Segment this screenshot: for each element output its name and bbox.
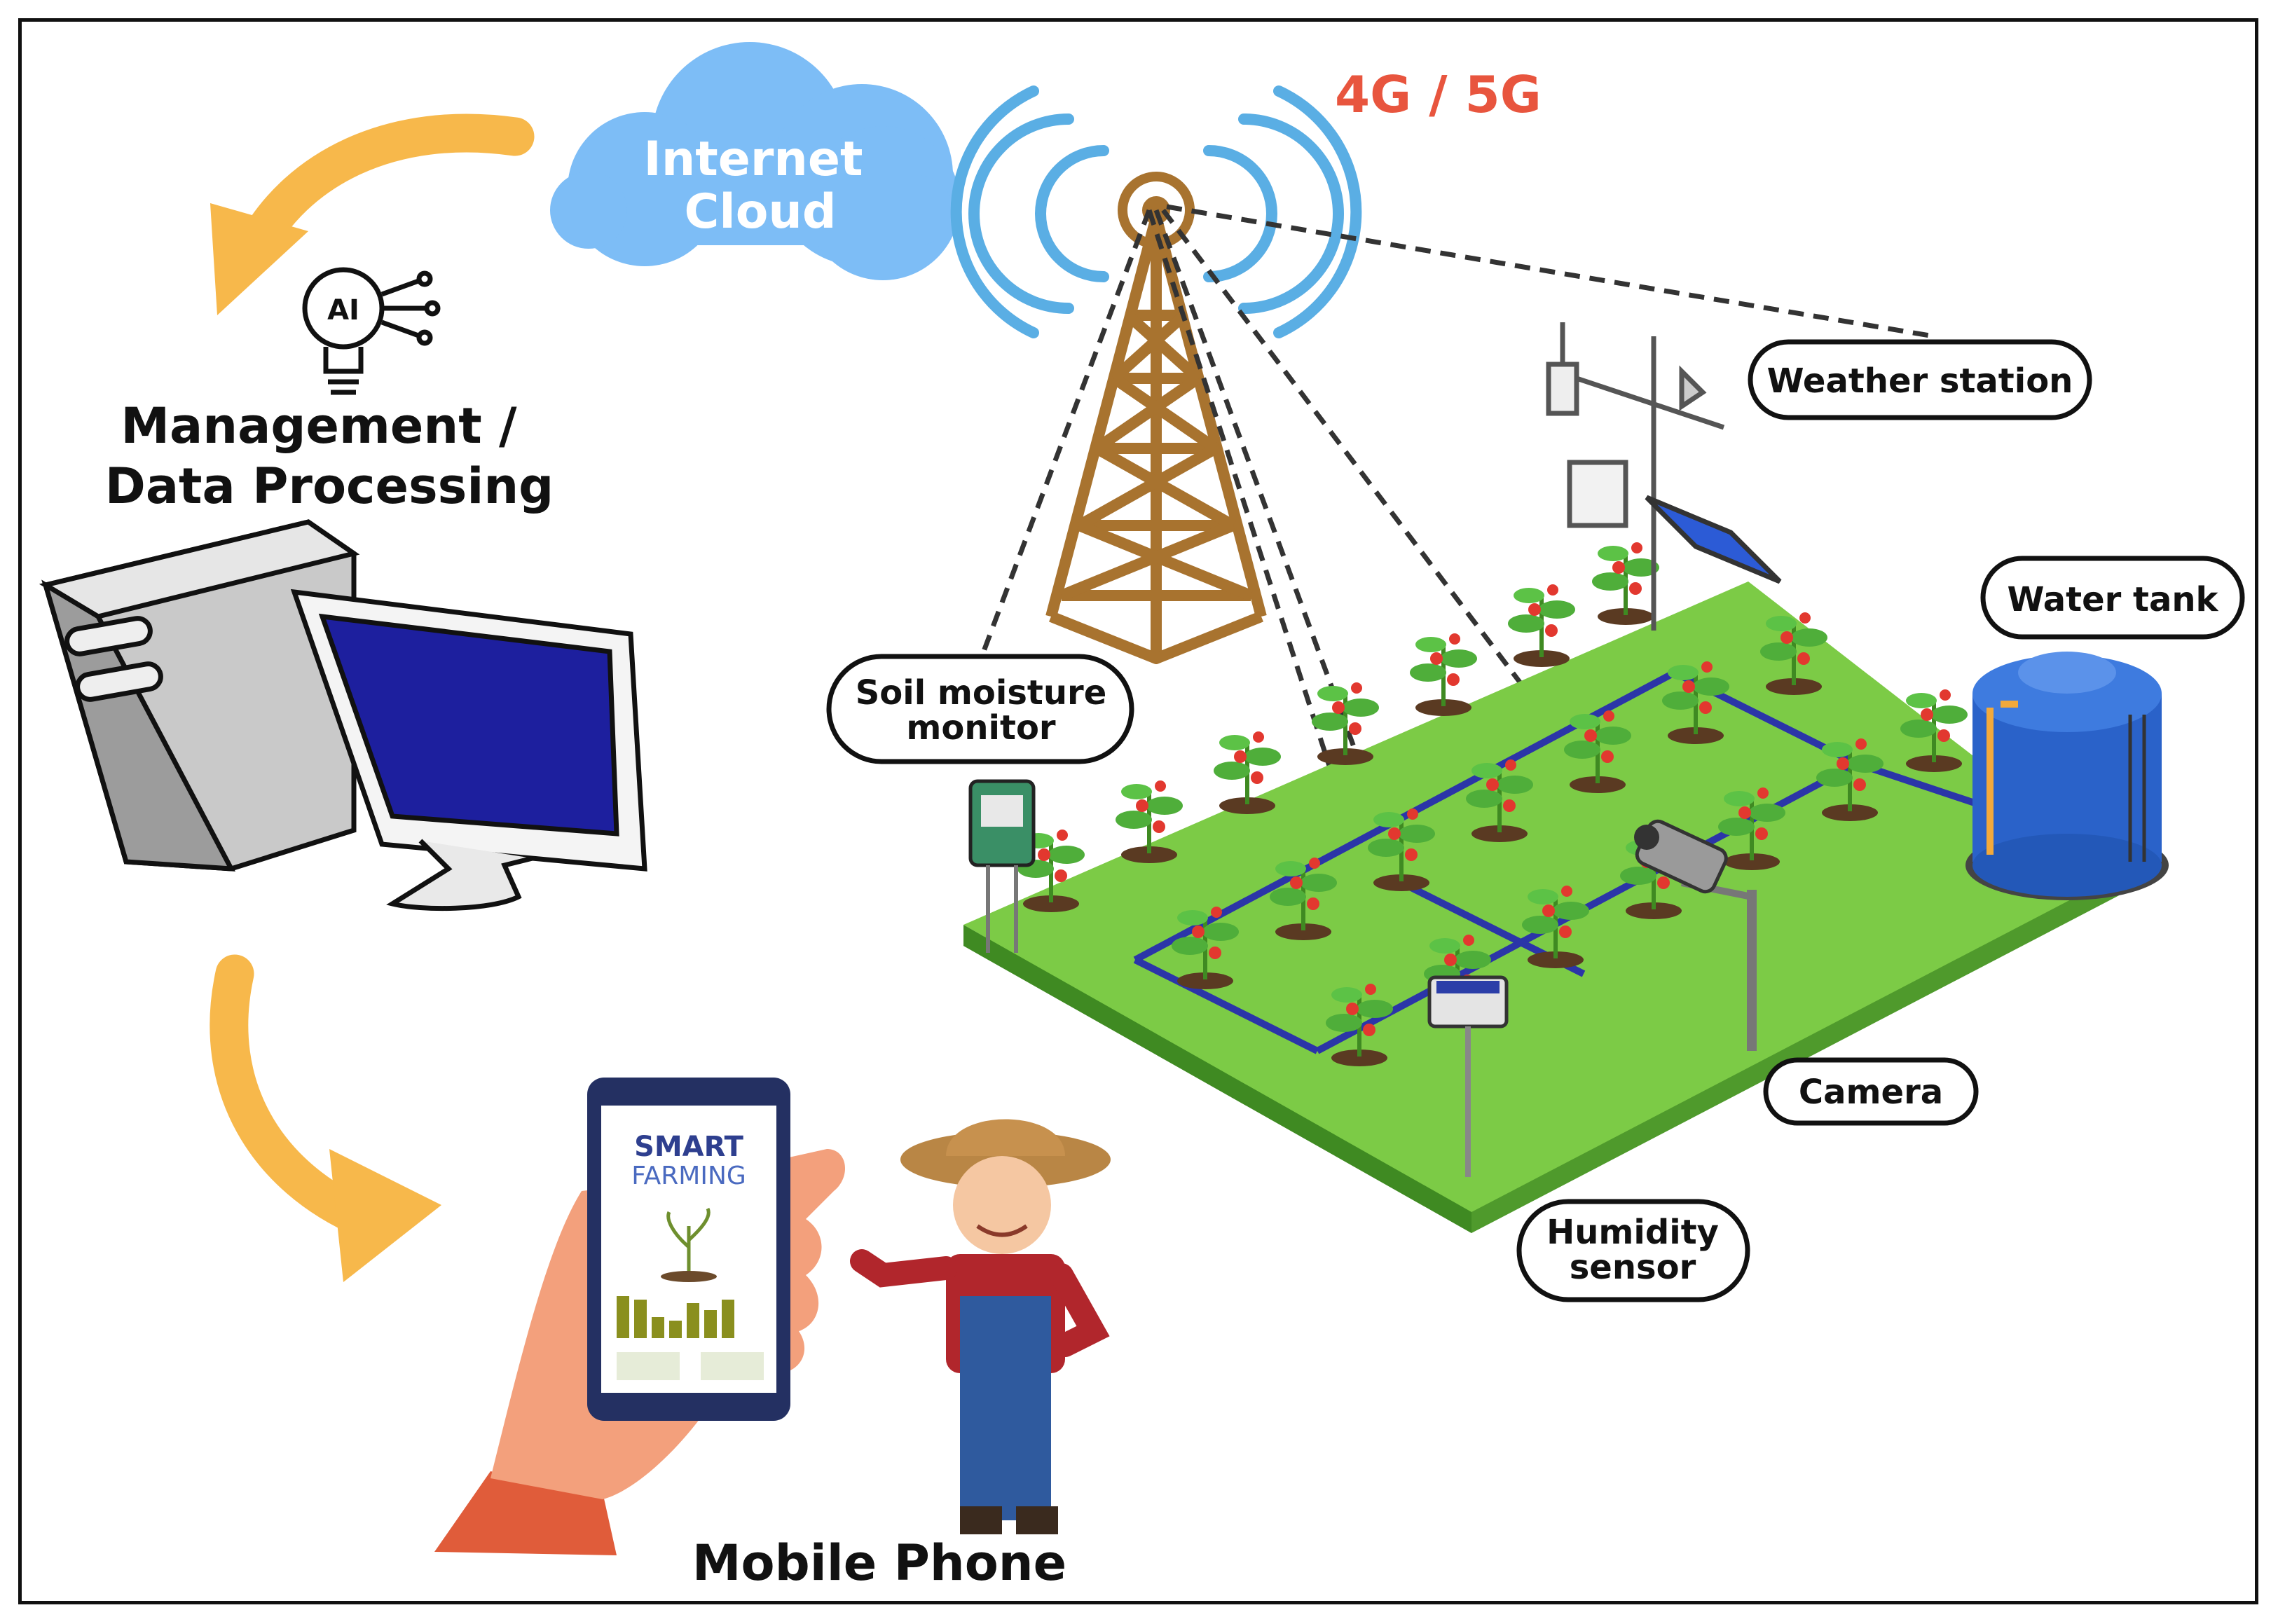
tomato-plant xyxy=(1522,886,1589,968)
humidity-label-line1: Humidity xyxy=(1546,1213,1719,1252)
soil-moisture-label-line2: monitor xyxy=(906,708,1056,748)
soil-moisture-label-line1: Soil moisture xyxy=(856,673,1107,713)
tomato-plant xyxy=(1410,633,1477,716)
tomato-plant xyxy=(1592,542,1659,625)
tomato-plant xyxy=(1900,689,1968,772)
water-tank-label: Water tank xyxy=(2008,580,2219,619)
phone-title-line2: FARMING xyxy=(631,1162,746,1190)
tomato-plant xyxy=(1466,759,1533,842)
ai-badge-text: AI xyxy=(327,294,359,326)
farm-field xyxy=(963,582,2123,1233)
ai-bulb-icon: AI xyxy=(302,267,441,395)
weather-station-icon xyxy=(1546,322,1782,631)
hand-holding-phone-icon: SMART FARMING xyxy=(434,1078,846,1555)
tomato-plant xyxy=(1326,984,1393,1066)
camera-icon xyxy=(1634,819,1757,1051)
tomato-plant xyxy=(1270,858,1337,940)
phone-title-line1: SMART xyxy=(634,1131,744,1163)
tomato-plant xyxy=(1312,682,1379,765)
tomato-plant xyxy=(1368,808,1435,891)
arrow-cloud-to-management-icon xyxy=(210,113,535,315)
camera-label: Camera xyxy=(1799,1073,1943,1112)
tomato-plant xyxy=(1760,612,1827,695)
humidity-sensor-icon xyxy=(1427,975,1509,1177)
water-tank-icon xyxy=(1965,652,2169,900)
management-label-line1: Management / xyxy=(121,397,517,455)
network-label: 4G / 5G xyxy=(1335,65,1542,124)
mobile-phone-label: Mobile Phone xyxy=(692,1534,1066,1592)
tomato-plant xyxy=(1718,787,1785,870)
desktop-computer-icon xyxy=(39,519,647,911)
humidity-label-line2: sensor xyxy=(1570,1248,1696,1287)
tomato-plant xyxy=(1214,731,1281,814)
camera-callout: Camera xyxy=(1763,1057,1979,1126)
cloud-label-line2: Cloud xyxy=(684,184,836,240)
soil-moisture-device-icon xyxy=(968,779,1036,953)
arrow-management-to-phone-icon xyxy=(210,954,441,1282)
internet-cloud: Internet Cloud xyxy=(550,42,960,280)
humidity-sensor-callout: Humidity sensor xyxy=(1516,1199,1750,1302)
management-label-line2: Data Processing xyxy=(105,457,554,515)
tomato-plant xyxy=(1564,710,1631,793)
weather-station-callout: Weather station xyxy=(1748,339,2092,420)
tomato-plant xyxy=(1017,830,1085,912)
tomato-plant xyxy=(1816,738,1884,821)
phone-plant-icon xyxy=(661,1207,717,1282)
tomato-plant xyxy=(1172,907,1239,989)
cloud-label-line1: Internet xyxy=(644,132,863,187)
tomato-plant xyxy=(1508,584,1575,667)
farmer-icon xyxy=(850,1119,1111,1534)
tomato-plant xyxy=(1116,780,1183,863)
tomato-plant xyxy=(1662,661,1729,744)
phone-bar-chart-icon xyxy=(617,1296,734,1338)
signal-waves-icon xyxy=(950,85,1362,338)
soil-moisture-callout: Soil moisture monitor xyxy=(826,654,1134,764)
cell-tower-icon xyxy=(1045,172,1267,664)
weather-station-label: Weather station xyxy=(1767,362,2073,401)
water-tank-callout: Water tank xyxy=(1980,556,2245,640)
